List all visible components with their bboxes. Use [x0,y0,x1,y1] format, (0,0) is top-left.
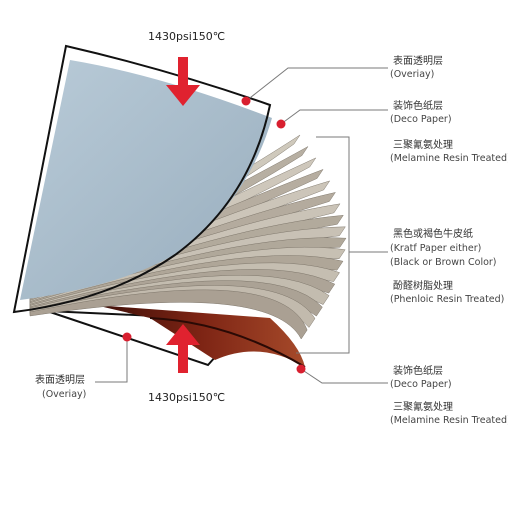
top-deco-paper [20,60,272,300]
label-melamine-bottom-en: (Melamine Resin Treated) [390,415,508,426]
marker-deco-top [276,119,286,129]
label-kraft-cn: 黑色或褐色牛皮纸 [393,229,473,240]
marker-overlay-top [241,96,251,106]
label-melamine-bottom-cn: 三聚氰氨处理 [393,402,453,413]
leader-deco-top [280,109,388,125]
label-overlay-top-en: (Overiay) [390,69,435,80]
label-deco-bottom-en: (Deco Paper) [390,379,452,390]
bottom-deco-paper [95,305,305,367]
label-deco-top-cn: 装饰色纸层 [393,101,443,112]
label-overlay-top-cn: 表面透明层 [393,56,443,67]
kraft-sheet [29,289,308,340]
top-overlay-sheet [12,44,272,314]
leader-overlay-bottom [95,337,128,383]
marker-deco-bottom [296,364,306,374]
bottom-pressure-arrow [166,324,200,373]
label-overlay-bottom-en: (Overiay) [42,389,87,400]
top-pressure-arrow [166,57,200,106]
label-phenolic-en: (Phenloic Resin Treated) [390,294,505,305]
label-melamine-top-cn: 三聚氰氨处理 [393,140,453,151]
leader-lines [95,67,388,384]
leader-deco-bottom [300,368,388,384]
leader-overlay-top [245,67,388,102]
label-overlay-bottom-cn: 表面透明层 [35,375,85,386]
marker-overlay-bottom [122,332,132,342]
label-phenolic-cn: 酚醛树脂处理 [393,281,453,292]
bracket-kraft [296,136,350,354]
bottom-melamine-edge [149,317,306,368]
label-deco-top-en: (Deco Paper) [390,114,452,125]
label-kraft-en-1: (Kratf Paper either) [390,243,482,254]
label-kraft-en-2: (Black or Brown Color) [390,257,497,268]
label-deco-bottom-cn: 装饰色纸层 [393,366,443,377]
label-melamine-top-en: (Melamine Resin Treated) [390,153,508,164]
pressure-label-top: 1430psi150℃ [148,30,226,43]
pressure-label-bottom: 1430psi150℃ [148,391,226,404]
